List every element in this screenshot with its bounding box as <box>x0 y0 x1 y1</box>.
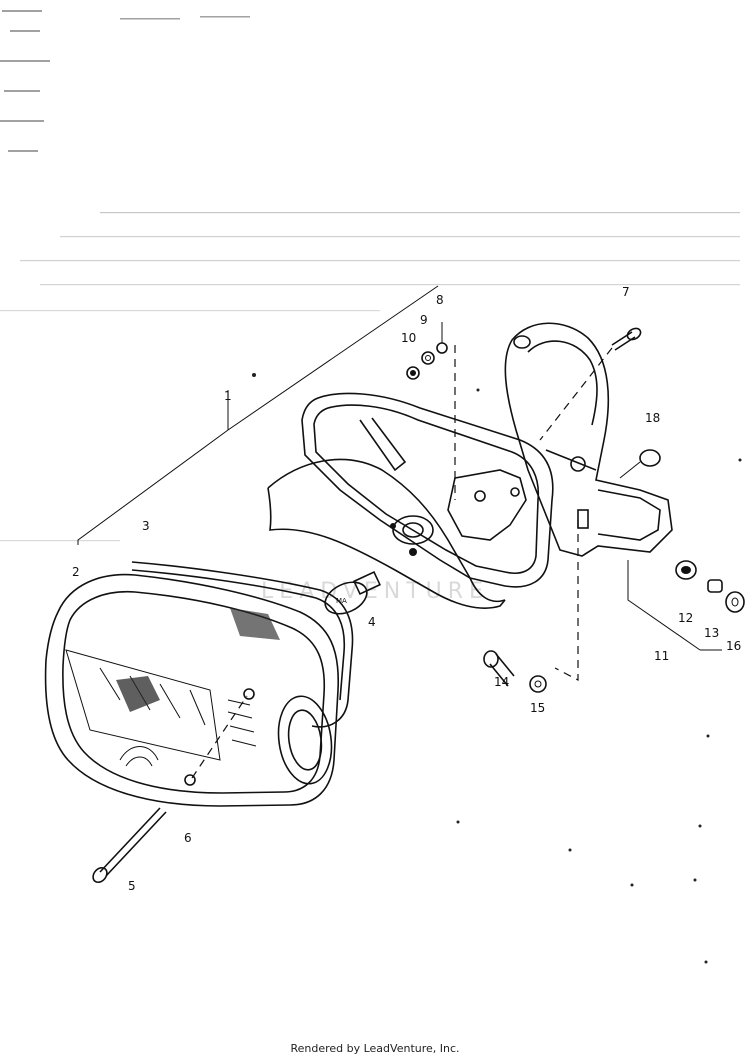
nut-10 <box>406 366 420 380</box>
label-8: 8 <box>436 293 444 307</box>
lamp-base-housing <box>267 392 554 609</box>
washer-16 <box>725 591 745 613</box>
washer-15 <box>529 675 547 693</box>
collar-13 <box>707 579 723 593</box>
label-9: 9 <box>420 313 428 327</box>
label-15: 15 <box>530 701 545 715</box>
label-12: 12 <box>678 611 693 625</box>
label-13: 13 <box>704 626 719 640</box>
assembly-bracket-1 <box>77 285 439 545</box>
label-6: 6 <box>184 831 192 845</box>
label-2: 2 <box>72 565 80 579</box>
label-10: 10 <box>401 331 416 345</box>
label-14: 14 <box>494 675 509 689</box>
label-7: 7 <box>622 285 630 299</box>
mounting-bracket <box>504 322 673 557</box>
bolt-14 <box>483 650 515 687</box>
screw-5 <box>92 807 167 884</box>
scan-dots <box>252 373 742 964</box>
assembly-bracket-11 <box>627 560 722 651</box>
grommet-18 <box>619 449 661 479</box>
label-18: 18 <box>645 411 660 425</box>
washer-9 <box>421 351 435 365</box>
label-3: 3 <box>142 519 150 533</box>
footer-credit: Rendered by LeadVenture, Inc. <box>290 1042 460 1055</box>
bulb: MA <box>324 570 381 615</box>
label-5: 5 <box>128 879 136 893</box>
svg-text:MA: MA <box>336 597 347 605</box>
callout-labels: 1 2 3 4 5 6 7 8 9 10 11 12 13 14 15 16 1… <box>72 285 741 893</box>
gasket-3 <box>131 561 354 728</box>
fastener-8 <box>436 322 448 354</box>
label-11: 11 <box>654 649 669 663</box>
label-1: 1 <box>224 389 232 403</box>
label-16: 16 <box>726 639 741 653</box>
bushing-12 <box>675 560 697 580</box>
nut-6 <box>184 688 255 786</box>
watermark: LEADVENTURE <box>261 579 489 604</box>
label-4: 4 <box>368 615 376 629</box>
lens-2 <box>44 573 340 807</box>
screw-7 <box>539 327 642 441</box>
scan-noise <box>0 10 740 542</box>
